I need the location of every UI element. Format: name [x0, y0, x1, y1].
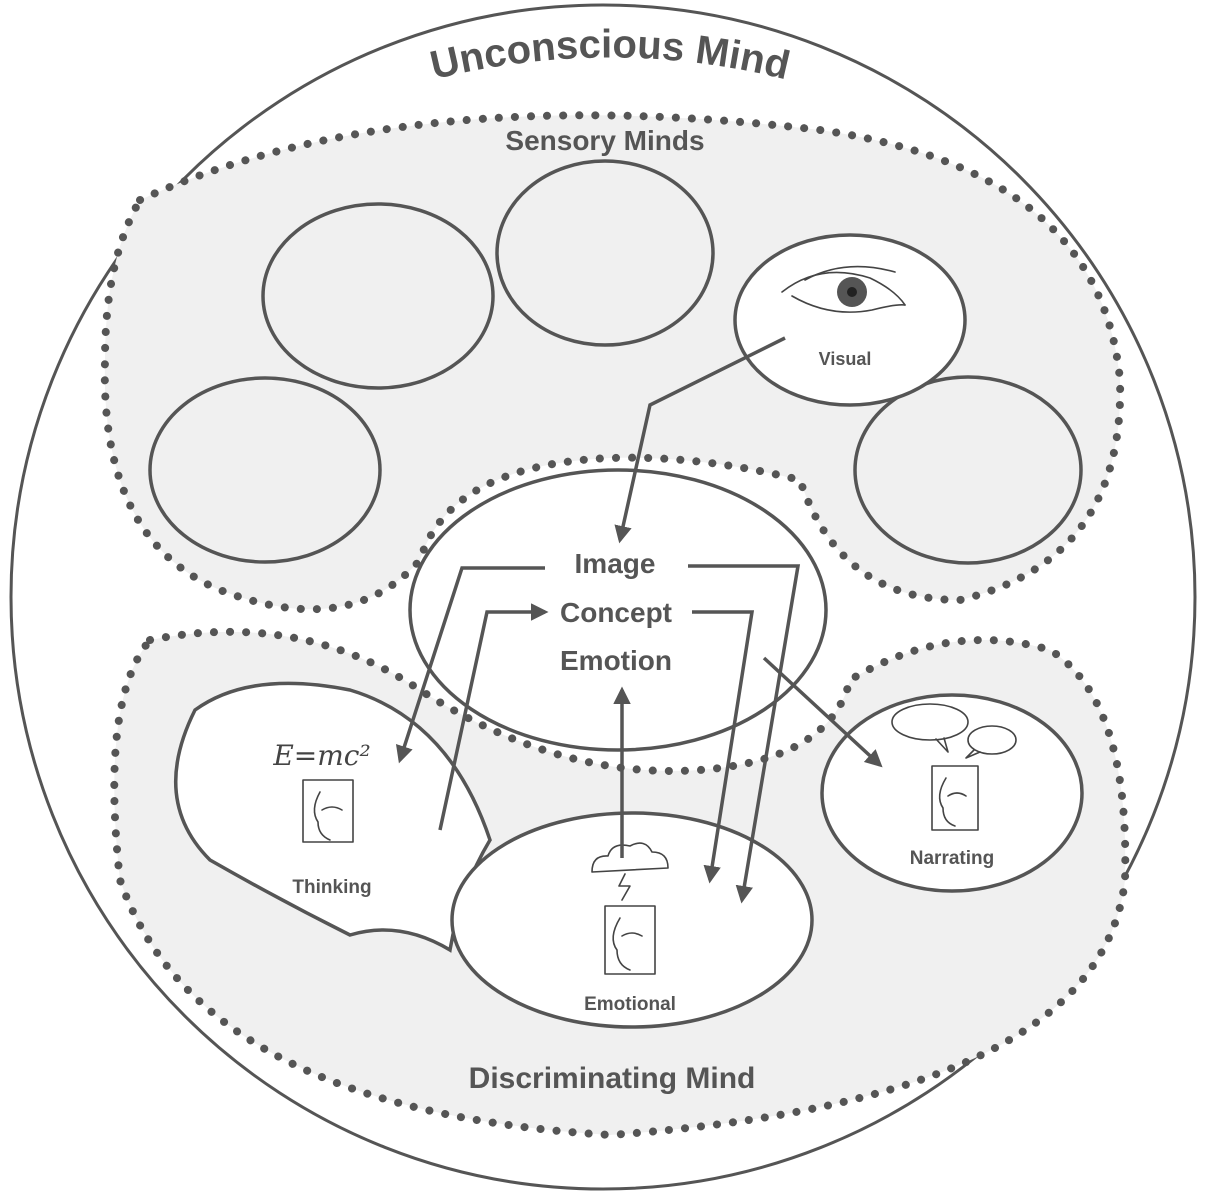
- emotional-label: Emotional: [584, 994, 676, 1015]
- discriminating-mind-label: Discriminating Mind: [469, 1062, 756, 1095]
- arrow-concept-to-emotional: [692, 610, 755, 884]
- arrow-emotion-to-narrating: [762, 656, 883, 768]
- sensory-bubble-top-left: [261, 202, 495, 390]
- image-label: Image: [575, 548, 656, 579]
- visual-label: Visual: [819, 349, 872, 369]
- emotion-label: Emotion: [560, 645, 672, 676]
- arrow-thinking-to-concept: [438, 603, 549, 831]
- eye-icon: [781, 265, 906, 313]
- narrating-mind-bubble: [820, 693, 1084, 893]
- speech-bubbles-icon: [891, 703, 1017, 759]
- central-bubble: [408, 468, 828, 752]
- thinking-face-icon: [302, 779, 354, 843]
- narrating-label: Narrating: [910, 848, 994, 869]
- arrow-image-to-emotional: [688, 564, 801, 904]
- sensory-bubble-right: [853, 375, 1083, 565]
- visual-mind-bubble: [733, 233, 967, 407]
- emotional-mind-bubble: [450, 811, 814, 1029]
- concept-label: Concept: [560, 597, 672, 628]
- formula-label: E=mc²: [272, 739, 370, 772]
- arrow-image-to-thinking: [395, 566, 545, 764]
- sensory-bubble-top-center: [495, 159, 715, 347]
- sensory-bubble-left: [148, 376, 382, 564]
- storm-cloud-icon: [591, 842, 669, 901]
- narrating-face-icon: [931, 765, 979, 831]
- sensory-minds-label: Sensory Minds: [505, 125, 704, 156]
- emotional-face-icon: [604, 905, 656, 975]
- arrow-visual-to-image: [614, 336, 786, 544]
- thinking-label: Thinking: [292, 877, 371, 898]
